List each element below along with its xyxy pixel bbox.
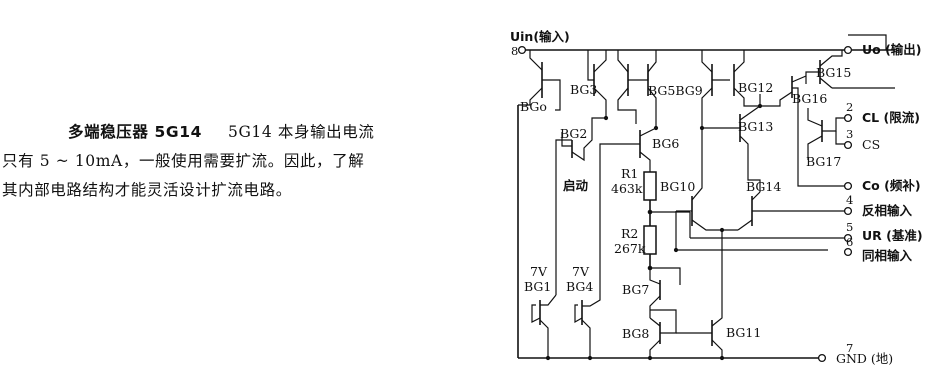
transistor-bg17 <box>807 108 846 160</box>
bgo-label: BGo <box>520 99 547 114</box>
pin8-terminal[interactable] <box>517 45 527 55</box>
bg14-label: BG14 <box>746 179 781 194</box>
noninverting-input-label: 同相输入 <box>862 248 913 263</box>
paragraph-heading: 多端稳压器 5G14 <box>68 123 202 141</box>
cs-label: CS <box>862 137 880 152</box>
bg6-label: BG6 <box>652 136 679 151</box>
paragraph-line-2: 只有 5 ~ 10mA，一般使用需要扩流。因此，了解 <box>2 152 365 170</box>
transistor-bgo <box>518 50 561 111</box>
bg17-label: BG17 <box>806 154 841 169</box>
bg2-label: BG2 <box>560 126 587 141</box>
pin7-label: 7 <box>846 341 853 355</box>
r1-value: 463k <box>611 181 643 196</box>
gnd-label: GND (地) <box>836 351 893 366</box>
pin2-label: 2 <box>846 100 853 114</box>
bg4-zener-label: 7V <box>572 264 590 279</box>
bg1-label: BG1 <box>524 279 551 294</box>
inverting-input-label: 反相输入 <box>862 203 913 218</box>
bg13-label: BG13 <box>738 119 773 134</box>
uo-label: Uo (输出) <box>862 42 922 57</box>
bg3-label: BG3 <box>570 82 597 97</box>
pin4-label: 4 <box>846 193 853 207</box>
bg12-label: BG12 <box>738 80 773 95</box>
transistor-bg13 <box>739 105 761 192</box>
noninverting-input-terminal[interactable] <box>843 247 853 257</box>
cl-terminal[interactable] <box>843 113 853 123</box>
pin6-label: 6 <box>846 235 853 249</box>
transistor-bg4 <box>574 260 601 358</box>
resistor-r1 <box>643 171 657 201</box>
transistor-bg9 <box>701 50 740 129</box>
pin5-label: 5 <box>846 220 853 234</box>
transistor-bg6 <box>599 127 657 260</box>
uo-terminal[interactable] <box>843 45 853 55</box>
transistor-bg8 <box>649 309 677 358</box>
transistor-bg7 <box>647 265 681 318</box>
co-label: Co (频补) <box>862 178 921 193</box>
bg16-label: BG16 <box>792 91 827 106</box>
cs-terminal[interactable] <box>843 140 853 150</box>
paragraph-line-1: 多端稳压器 5G14 5G14 本身输出电流 <box>2 118 452 147</box>
paragraph-line-3: 其内部电路结构才能灵活设计扩流电路。 <box>2 181 292 199</box>
inverting-input-terminal[interactable] <box>843 206 853 216</box>
bg1-zener-label: 7V <box>530 264 548 279</box>
startup-wire <box>555 139 560 295</box>
bg10-label: BG10 <box>660 179 695 194</box>
transistor-bg12 <box>733 50 761 107</box>
resistor-r2 <box>643 225 657 255</box>
bg8-label: BG8 <box>622 326 649 341</box>
transistor-bg15 <box>805 50 895 89</box>
bg7-label: BG7 <box>622 282 649 297</box>
transistor-bg2 <box>560 117 606 162</box>
bg4-label: BG4 <box>566 279 593 294</box>
r1-name: R1 <box>621 166 638 181</box>
ur-label: UR (基准) <box>862 228 923 243</box>
cl-label: CL (限流) <box>862 110 920 125</box>
paragraph-line-1-text: 5G14 本身输出电流 <box>227 123 375 141</box>
pin3-label: 3 <box>846 127 853 141</box>
pin8-label: 8 <box>511 44 518 58</box>
bg11-label: BG11 <box>726 325 761 340</box>
r2-name: R2 <box>621 226 638 241</box>
description-paragraph: 多端稳压器 5G14 5G14 本身输出电流 只有 5 ~ 10mA，一般使用需要… <box>2 118 452 205</box>
transistor-bg16 <box>760 75 828 187</box>
uin-label: Uin(输入) <box>510 29 570 44</box>
transistor-bg11 <box>676 230 723 358</box>
bg5bg9-label: BG5BG9 <box>648 83 703 98</box>
transistor-bg14 <box>737 191 828 231</box>
transistor-bg1 <box>531 294 557 358</box>
r2-value: 267k <box>614 241 646 256</box>
gnd-terminal[interactable] <box>817 353 827 363</box>
bg15-label: BG15 <box>816 65 851 80</box>
transistor-bg3 <box>587 50 607 118</box>
transistor-bg5 <box>617 50 657 128</box>
co-terminal[interactable] <box>843 181 853 191</box>
startup-label: 启动 <box>563 178 589 193</box>
